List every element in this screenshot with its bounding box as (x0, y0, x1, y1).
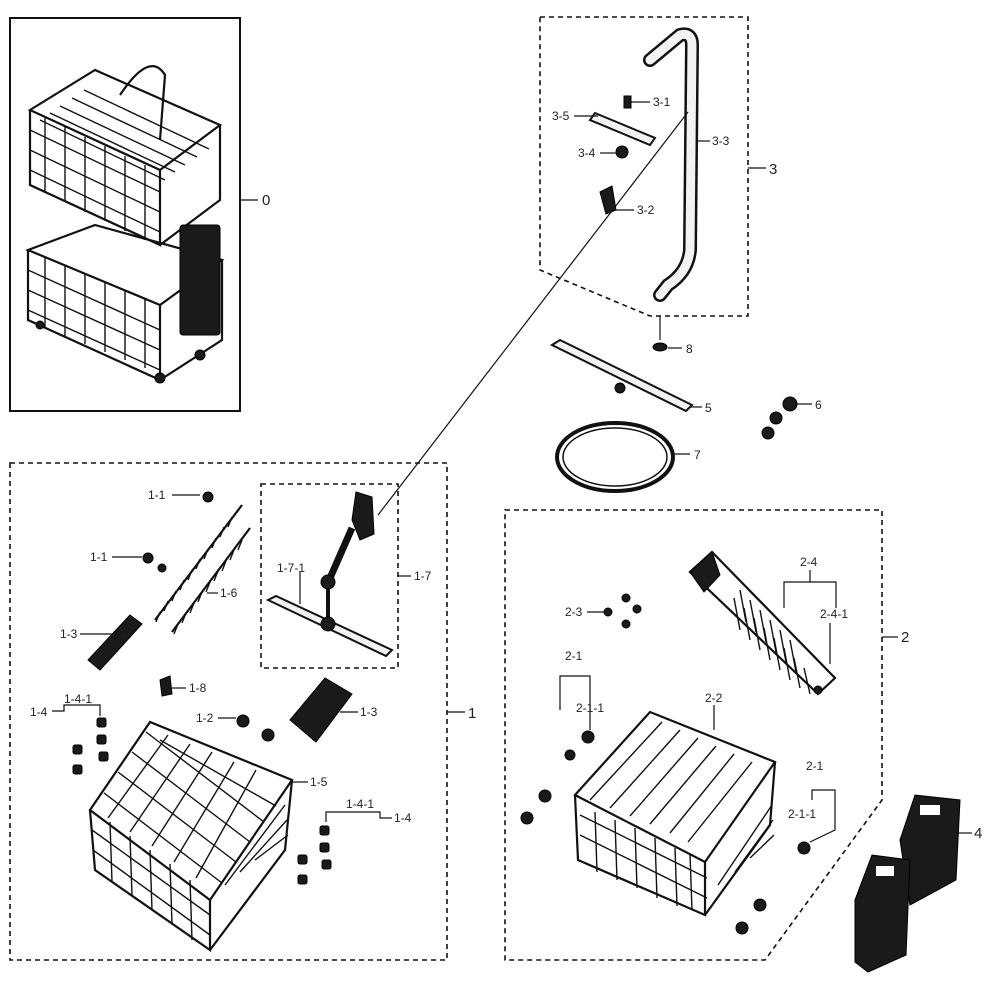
cup-shelf-1-3-left (87, 614, 143, 671)
callout-6: 6 (815, 398, 822, 412)
tine-insert-2-4 (688, 550, 837, 696)
wheels-1-4-left (72, 717, 109, 775)
callout-3-4: 3-4 (578, 146, 596, 160)
callout-1-4-1-left: 1-4-1 (64, 692, 92, 706)
callout-2: 2 (901, 629, 909, 646)
nut-3-4 (615, 145, 629, 159)
callout-1-4-1-right: 1-4-1 (346, 797, 374, 811)
callout-1-7-1: 1-7-1 (277, 561, 305, 575)
part-1-2-b (261, 728, 275, 742)
upper-rack-1-5 (88, 720, 294, 953)
connection-line-1-7-to-3 (377, 111, 689, 516)
group-1-upper-rack: 1-7-1 1-7 1-1 1-1 1-6 1-3 1-8 1-2 (9, 462, 476, 961)
wheel-2-1-right-a (753, 898, 767, 912)
callout-1-3-left: 1-3 (60, 627, 78, 641)
group-1-frame (9, 462, 448, 961)
callout-1: 1 (468, 705, 476, 722)
callout-3-2: 3-2 (637, 203, 655, 217)
clip-1-1-lower (142, 552, 154, 564)
callout-1-2: 1-2 (196, 711, 214, 725)
wheel-2-1-left-c (520, 811, 534, 825)
callout-1-6: 1-6 (220, 586, 238, 600)
group-0-frame (9, 17, 241, 412)
callout-2-1-right: 2-1 (806, 759, 824, 773)
spray-arm-assembly-1-7 (265, 491, 394, 658)
callout-1-1-lower: 1-1 (90, 550, 108, 564)
supply-pipe (643, 27, 700, 302)
assembled-racks-illustration (25, 65, 225, 384)
callout-2-3: 2-3 (565, 605, 583, 619)
callout-2-4-1: 2-4-1 (820, 607, 848, 621)
wheel-2-1-left-a (564, 749, 576, 761)
wheel-2-1-right-b (735, 921, 749, 935)
callout-1-7: 1-7 (414, 569, 432, 583)
spray-arm-3-5 (588, 95, 657, 147)
parts-2-3 (603, 593, 642, 629)
group-2-frame (504, 509, 883, 961)
wheel-2-1-1-right (797, 841, 811, 855)
cup-shelf-1-3-right (289, 677, 353, 743)
callout-1-4-left: 1-4 (30, 705, 48, 719)
group-3-frame (539, 16, 749, 317)
part-8-washer: 8 (652, 316, 693, 356)
part-1-8 (159, 675, 173, 697)
callout-1-4-right: 1-4 (394, 811, 412, 825)
group-0-rack-assembly: 0 (9, 17, 270, 412)
wheel-2-1-1-left (581, 730, 595, 744)
clip-3-2 (599, 185, 617, 215)
part-5-spray-arm: 5 (549, 338, 712, 415)
callout-1-5: 1-5 (310, 775, 328, 789)
callout-2-4: 2-4 (800, 555, 818, 569)
callout-3-3: 3-3 (712, 134, 730, 148)
part-7-ring: 7 (555, 421, 701, 493)
lower-rack-2-2 (573, 710, 777, 917)
callout-8: 8 (686, 342, 693, 356)
callout-2-2: 2-2 (705, 691, 723, 705)
callout-0: 0 (262, 192, 270, 209)
part-4-baskets: 4 (854, 794, 982, 973)
part-1-2-a (236, 714, 250, 728)
callout-1-1-upper: 1-1 (148, 488, 166, 502)
callout-2-1-1-left: 2-1-1 (576, 701, 604, 715)
wheel-2-1-left-b (538, 789, 552, 803)
tine-rows-1-6 (154, 504, 251, 635)
clip-1-1-upper (202, 491, 214, 503)
wheels-1-4-right (297, 825, 332, 885)
callout-1-8: 1-8 (189, 681, 207, 695)
callout-3-5: 3-5 (552, 109, 570, 123)
callout-2-1-1-right: 2-1-1 (788, 807, 816, 821)
callout-7: 7 (694, 448, 701, 462)
group-2-lower-rack: 2-3 2-4 2-4-1 2-1 2-1-1 (504, 509, 909, 961)
callout-2-1-left: 2-1 (565, 649, 583, 663)
callout-3: 3 (769, 161, 777, 178)
callout-4: 4 (974, 825, 982, 842)
clip-1-1-lower-b (157, 563, 167, 573)
part-6-nuts: 6 (761, 396, 822, 440)
callout-1-3-right: 1-3 (360, 705, 378, 719)
callout-3-1: 3-1 (653, 95, 671, 109)
group-3-spray-supply: 3-1 3-5 3-4 3-2 3-3 3 (539, 16, 777, 317)
callout-5: 5 (705, 401, 712, 415)
